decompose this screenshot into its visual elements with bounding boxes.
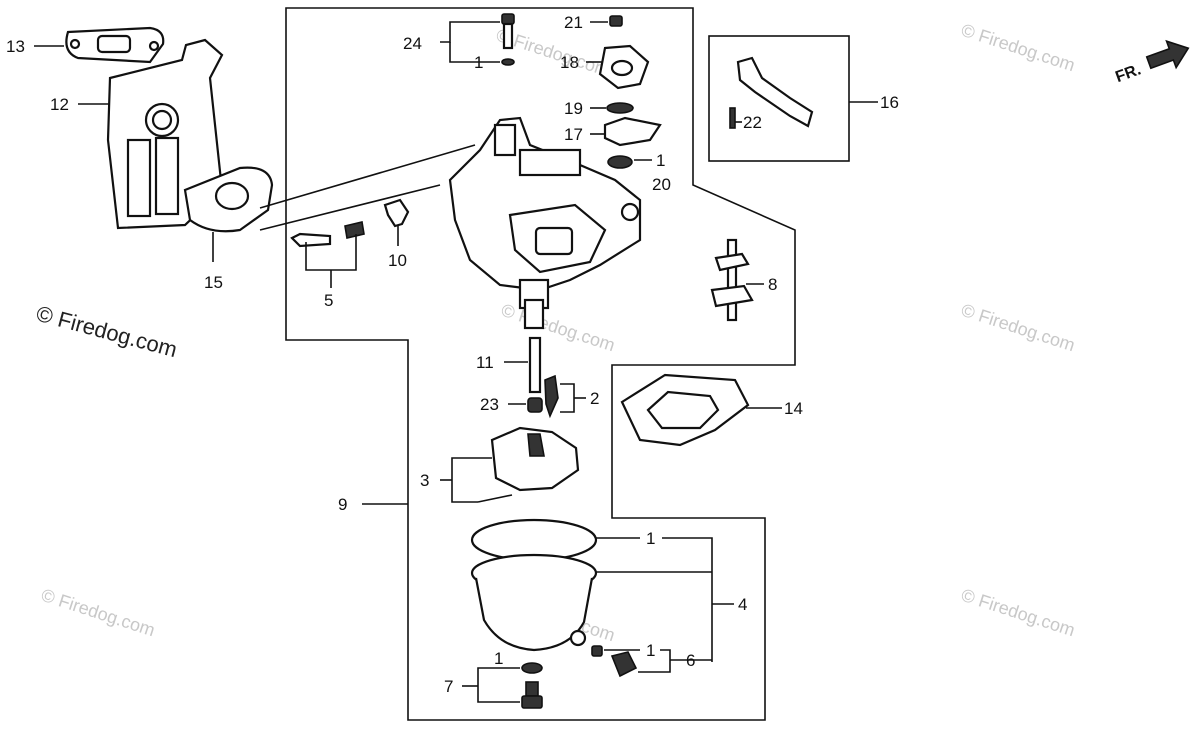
choke-lever-box — [708, 35, 850, 162]
washer-19 — [606, 102, 634, 114]
callout-6: 6 — [686, 651, 695, 670]
bolt-7 — [525, 681, 539, 697]
leader-line — [259, 144, 476, 209]
carburetor-body — [448, 116, 642, 330]
callout-15: 15 — [204, 273, 223, 292]
drain-washer — [591, 645, 603, 657]
float-bowl-4 — [470, 518, 598, 652]
watermark: © Firedog.com — [959, 300, 1078, 356]
callout-20: 20 — [652, 175, 671, 194]
direction-label: FR. — [1113, 61, 1143, 86]
insulator-12 — [106, 38, 224, 230]
jet-23 — [527, 397, 543, 413]
cap-18-hole — [610, 59, 634, 77]
callout-7: 7 — [444, 677, 453, 696]
assembly-outline — [285, 7, 796, 721]
callout-1: 1 — [474, 53, 483, 72]
watermark: © Firedog.com — [959, 20, 1078, 76]
watermark: © Firedog.com — [499, 300, 618, 356]
callout-13: 13 — [6, 37, 25, 56]
front-direction-indicator: FR. — [1113, 39, 1190, 86]
callout-12: 12 — [50, 95, 69, 114]
callout-11: 11 — [476, 353, 494, 372]
callout-18: 18 — [560, 53, 579, 72]
callout-1: 1 — [646, 641, 655, 660]
float-3 — [477, 426, 580, 503]
watermark: © Firedog.com — [39, 585, 158, 641]
valve-17 — [603, 116, 662, 147]
callout-17: 17 — [564, 125, 583, 144]
part-8 — [710, 238, 754, 322]
choke-lever-16 — [729, 56, 814, 129]
callout-5: 5 — [324, 291, 333, 310]
screw-10 — [383, 198, 410, 228]
callout-3: 3 — [420, 471, 429, 490]
callout-10: 10 — [388, 251, 407, 270]
callout-22: 22 — [743, 113, 762, 132]
callout-23: 23 — [480, 395, 499, 414]
callout-16: 16 — [880, 93, 899, 112]
drain-screw-6 — [610, 651, 638, 678]
bolt-7-head — [521, 695, 543, 709]
callout-19: 19 — [564, 99, 583, 118]
gasket-13 — [65, 26, 165, 64]
gasket-14 — [620, 373, 750, 447]
callout-8: 8 — [768, 275, 777, 294]
screw-5 — [290, 221, 365, 248]
screw-24 — [501, 13, 515, 66]
callout-1: 1 — [646, 529, 655, 548]
watermark-primary: © Firedog.com — [34, 301, 180, 363]
callout-1: 1 — [656, 151, 665, 170]
leader-line — [259, 184, 441, 231]
watermark: © Firedog.com — [959, 585, 1078, 641]
pin-2 — [544, 374, 559, 419]
callout-24: 24 — [403, 34, 422, 53]
callout-21: 21 — [564, 13, 583, 32]
callout-1: 1 — [494, 649, 503, 668]
callouts: 13 12 15 24 1 21 18 19 17 1 20 16 22 — [6, 13, 899, 703]
callout-2: 2 — [590, 389, 599, 408]
callout-4: 4 — [738, 595, 747, 614]
direction-arrow-icon — [1145, 39, 1190, 70]
washer-7 — [521, 662, 543, 674]
callout-9: 9 — [338, 495, 347, 514]
gasket-15 — [183, 166, 274, 233]
needle-11 — [528, 336, 542, 394]
o-ring — [607, 155, 633, 169]
screw-21 — [609, 15, 623, 27]
callout-14: 14 — [784, 399, 803, 418]
